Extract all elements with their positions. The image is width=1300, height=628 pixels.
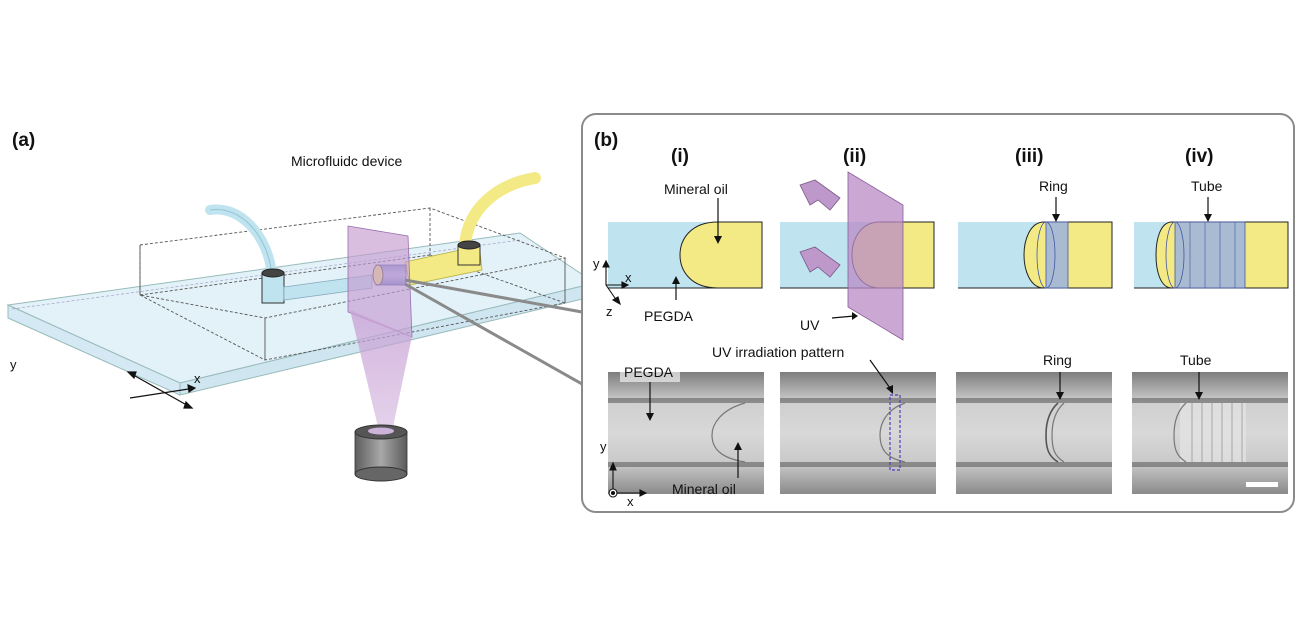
step-iv-label: (iv) — [1185, 146, 1214, 167]
axes-micro — [608, 461, 648, 498]
step-iii-schematic — [958, 197, 1113, 289]
axis-b-y-label: y — [593, 256, 600, 271]
outlet-port — [457, 240, 481, 266]
step-i-schematic — [608, 198, 763, 300]
step-ii-schematic — [780, 171, 935, 341]
micrograph-4 — [1132, 372, 1288, 494]
micro1-pegda-label: PEGDA — [624, 364, 674, 380]
micro-axis-x-label: x — [627, 494, 634, 509]
objective-lens — [354, 424, 408, 482]
inlet-port — [261, 268, 285, 304]
step-ii-label: (ii) — [843, 146, 866, 167]
step-i-label: (i) — [671, 146, 689, 167]
micrograph-1 — [608, 362, 764, 494]
axes-a — [126, 371, 197, 409]
uv-light-plane — [347, 225, 413, 338]
outlet-tubing — [459, 172, 541, 251]
micro4-tube-label: Tube — [1180, 352, 1212, 368]
panel-b: (b) (i) (ii) (iii) (iv) Mineral oil PEGD… — [581, 113, 1295, 513]
uv-label: UV — [800, 317, 820, 333]
pegda-label: PEGDA — [644, 308, 694, 324]
zoom-line-top — [404, 278, 583, 314]
micrograph-2 — [780, 359, 936, 494]
micro3-ring-label: Ring — [1043, 352, 1072, 368]
axes-b — [602, 259, 630, 306]
ring-label: Ring — [1039, 178, 1068, 194]
axis-b-z-label: z — [606, 304, 613, 319]
scale-bar — [1246, 482, 1278, 487]
axis-b-x-label: x — [625, 270, 632, 285]
micrograph-3 — [956, 372, 1112, 494]
panel-b-label: (b) — [594, 130, 618, 151]
tube-label: Tube — [1191, 178, 1223, 194]
uv-beam-cone — [350, 310, 412, 427]
micro-axis-y-label: y — [600, 439, 607, 454]
axis-a-y-label: y — [10, 357, 17, 372]
device-title: Microfluidc device — [291, 153, 402, 169]
axis-a-x-label: x — [194, 371, 201, 386]
step-iv-schematic — [1134, 197, 1289, 289]
micro1-oil-label: Mineral oil — [672, 481, 736, 497]
pdms-block — [139, 207, 567, 361]
uv-pattern-label: UV irradiation pattern — [712, 344, 844, 360]
mineral-oil-label: Mineral oil — [664, 181, 728, 197]
panel-a: (a) Microfluidc device — [6, 130, 597, 482]
zoom-line-bottom — [404, 282, 583, 386]
step-iii-label: (iii) — [1015, 146, 1044, 167]
panel-a-label: (a) — [12, 130, 35, 151]
